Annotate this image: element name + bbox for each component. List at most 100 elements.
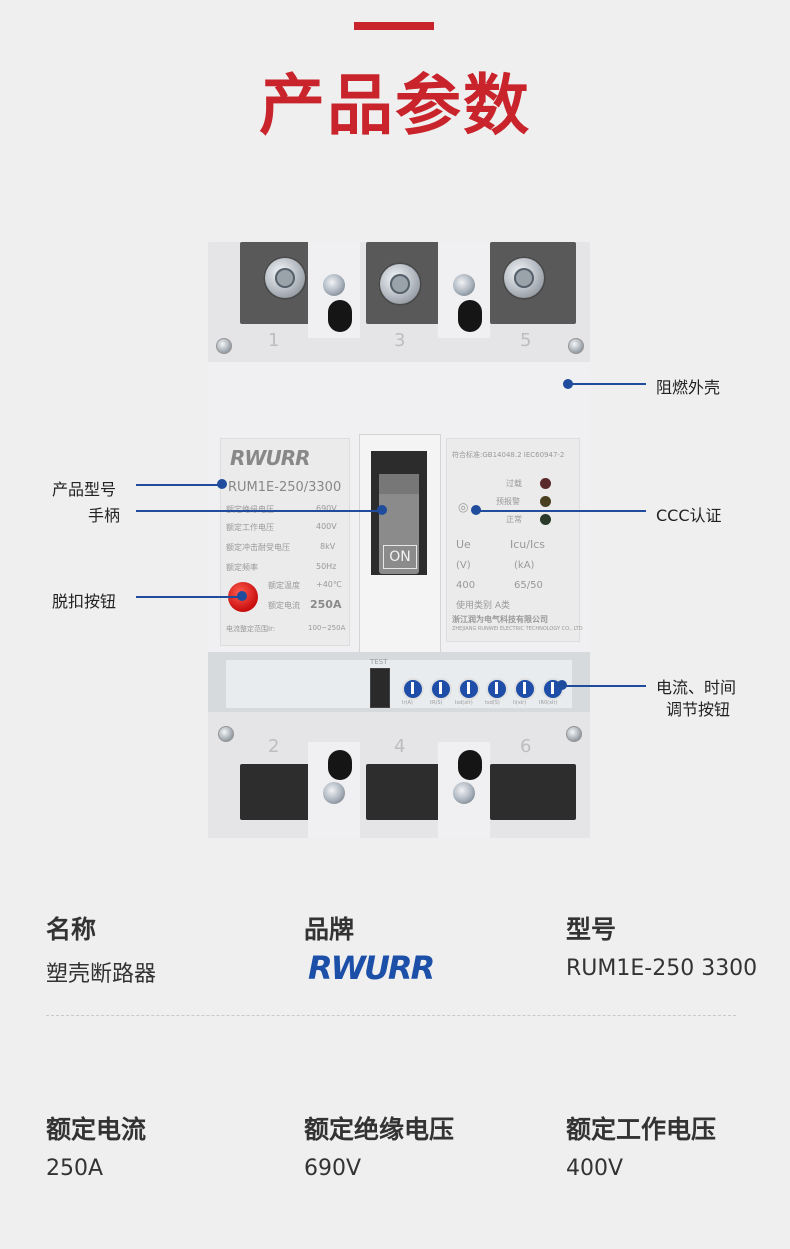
aux-screw — [323, 782, 345, 804]
dial-tsd[interactable] — [486, 678, 508, 700]
nameplate-model: RUM1E-250/3300 — [228, 480, 342, 495]
nameplate-row-value: 100~250A — [308, 624, 346, 632]
annotation-line — [476, 510, 646, 512]
cable-slot — [458, 300, 482, 332]
ccc-mark-icon: ◎ — [458, 500, 469, 514]
spec-label-rated-current: 额定电流 — [46, 1115, 147, 1144]
standard-text: 符合标准:GB14048.2 IEC60947-2 — [452, 451, 565, 459]
brand-logo: RWURR — [308, 949, 435, 983]
annotation-line — [136, 510, 382, 512]
terminal-screw — [502, 256, 546, 300]
terminal-number: 2 — [268, 736, 280, 757]
corner-screw — [216, 338, 232, 354]
dial-isd[interactable] — [458, 678, 480, 700]
spec-value-rated-current: 250A — [46, 1156, 104, 1181]
annotation-dot — [217, 479, 227, 489]
usage-category: 使用类别 A类 — [456, 601, 511, 611]
annotation-adjust-line2: 调节按钮 — [666, 700, 731, 719]
page-title: 产品参数 — [259, 67, 531, 144]
cable-slot — [458, 750, 482, 780]
spec-label-working-voltage: 额定工作电压 — [566, 1115, 717, 1144]
nameplate-row-value: +40℃ — [316, 580, 342, 589]
spec-label-brand: 品牌 — [304, 915, 355, 944]
nameplate-row-value: 8kV — [320, 542, 336, 551]
annotation-line — [136, 484, 222, 486]
cable-slot — [328, 300, 352, 332]
spec-label-insulation-voltage: 额定绝缘电压 — [304, 1115, 455, 1144]
spec-value-working-voltage: 400V — [566, 1156, 624, 1181]
nameplate-row-label: 额定电流 — [268, 601, 300, 610]
annotation-flame-shell: 阻燃外壳 — [656, 378, 721, 397]
test-label: TEST — [370, 658, 388, 666]
nameplate-row-label: 额定冲击耐受电压 — [226, 543, 290, 552]
terminal-number: 1 — [268, 330, 280, 351]
prealarm-led — [540, 496, 551, 507]
terminal-4 — [366, 764, 452, 820]
dial-ir[interactable] — [402, 678, 424, 700]
annotation-handle: 手柄 — [88, 506, 121, 525]
corner-screw — [218, 726, 234, 742]
dial-label: tsd(S) — [485, 700, 500, 706]
terminal-number: 6 — [520, 736, 532, 757]
indicator-label: 过载 — [506, 479, 522, 488]
dial-label: Isd(xIr) — [455, 700, 473, 706]
table-unit: (V) — [456, 560, 471, 571]
handle-on-label: ON — [383, 545, 417, 569]
nameplate-row-label: 额定频率 — [226, 563, 258, 572]
nameplate-logo: RWURR — [230, 446, 311, 470]
operating-handle[interactable] — [379, 474, 419, 574]
annotation-dot — [377, 505, 387, 515]
annotation-line — [562, 685, 646, 687]
title-accent-bar — [354, 22, 434, 30]
dial-label: IR0(xIr) — [539, 700, 558, 706]
table-value: 65/50 — [514, 580, 543, 591]
dial-tr[interactable] — [430, 678, 452, 700]
annotation-line — [568, 383, 646, 385]
normal-led — [540, 514, 551, 525]
spec-label-model: 型号 — [566, 915, 617, 944]
terminal-number: 5 — [520, 330, 532, 351]
test-button[interactable] — [370, 668, 390, 708]
terminal-6 — [490, 764, 576, 820]
nameplate-row-label: 电流整定范围Ir: — [226, 625, 276, 633]
cable-slot — [328, 750, 352, 780]
spec-value-model: RUM1E-250 3300 — [566, 956, 758, 981]
indicator-label: 正常 — [506, 515, 522, 524]
annotation-trip-button: 脱扣按钮 — [52, 592, 117, 611]
dial-label: Ir(A) — [402, 700, 413, 706]
certification-panel — [446, 438, 580, 642]
dial-label: Ii(xIr) — [513, 700, 527, 706]
annotation-model: 产品型号 — [52, 480, 117, 499]
spec-value-name: 塑壳断路器 — [46, 962, 157, 987]
nameplate-row-value: 400V — [316, 522, 337, 531]
table-value: 400 — [456, 580, 476, 591]
dial-label: tR(S) — [430, 700, 443, 706]
indicator-label: 预报警 — [496, 497, 520, 506]
spec-value-insulation-voltage: 690V — [304, 1156, 362, 1181]
annotation-line — [136, 596, 242, 598]
spec-divider — [46, 1015, 736, 1016]
table-header: Icu/Ics — [510, 538, 545, 551]
nameplate-row-label: 额定工作电压 — [226, 523, 274, 532]
nameplate-row-value: 250A — [310, 598, 342, 611]
annotation-ccc: CCC认证 — [656, 506, 722, 525]
corner-screw — [566, 726, 582, 742]
table-unit: (kA) — [514, 560, 535, 571]
terminal-number: 3 — [394, 330, 406, 351]
product-image-breaker: 1 3 5 RWURR RUM1E-250/3300 额定绝缘电压 690V 额… — [208, 242, 590, 838]
annotation-adjust-line1: 电流、时间 — [656, 678, 737, 697]
nameplate-row-value: 690V — [316, 504, 337, 513]
annotation-dot — [237, 591, 247, 601]
terminal-screw — [378, 262, 422, 306]
terminal-number: 4 — [394, 736, 406, 757]
terminal-screw — [263, 256, 307, 300]
table-header: Ue — [456, 538, 471, 551]
corner-screw — [568, 338, 584, 354]
spec-label-name: 名称 — [46, 915, 97, 944]
dial-ii[interactable] — [514, 678, 536, 700]
nameplate-row-label: 额定绝缘电压 — [226, 504, 274, 515]
company-name-en: ZHEJIANG RUNWEI ELECTRIC TECHNOLOGY CO.,… — [452, 626, 583, 632]
nameplate-row-label: 额定温度 — [268, 581, 300, 590]
aux-screw — [323, 274, 345, 296]
brand-logo-text: RWURR — [308, 949, 433, 983]
